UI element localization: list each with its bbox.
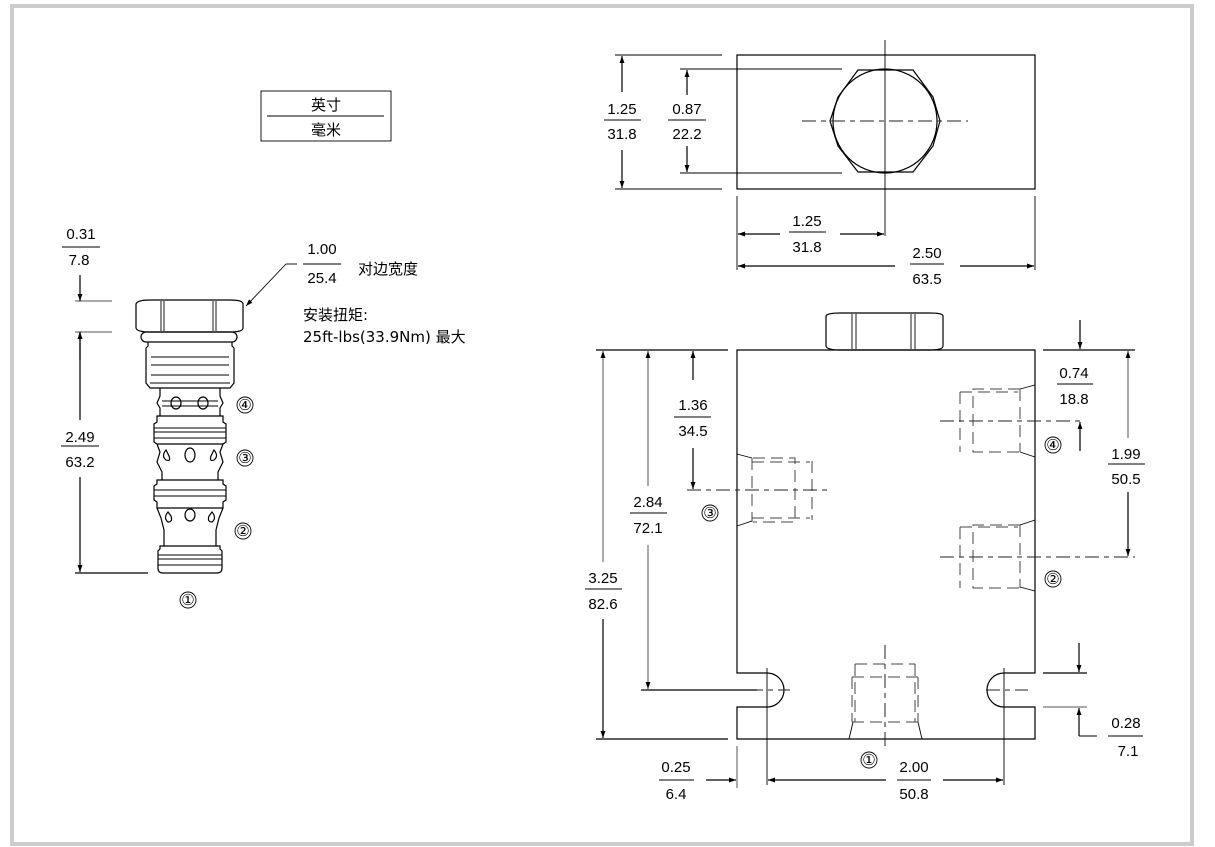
center-offset-in: 1.25	[792, 213, 821, 230]
slot-depth-in: 2.84	[633, 494, 662, 511]
cartridge-valve	[135, 299, 244, 574]
slot-offset-in: 0.25	[661, 759, 690, 776]
svg-text:④: ④	[1046, 437, 1059, 454]
top-width-in: 2.50	[912, 245, 941, 262]
hex-af-mm: 25.4	[307, 270, 336, 287]
cavity-dia-in: 0.87	[672, 101, 701, 118]
block-port-2-label: ②	[1044, 570, 1062, 588]
cartridge-port-4: ④	[236, 396, 254, 414]
block-top-view	[736, 40, 1036, 236]
svg-text:③: ③	[703, 505, 716, 522]
slot-width-in: 0.28	[1111, 715, 1140, 732]
port2-depth-mm: 50.5	[1111, 471, 1140, 488]
torque-value: 25ft-lbs(33.9Nm) 最大	[303, 328, 466, 346]
across-flats-note: 对边宽度	[358, 260, 418, 278]
front-height-in: 3.25	[588, 570, 617, 587]
cartridge-dimensions: 0.31 7.8 2.49 63.2 1.00 25.4 对边宽度 安装扭矩: …	[61, 226, 466, 609]
slot-depth-mm: 72.1	[633, 520, 662, 537]
slot-spacing-in: 2.00	[899, 759, 928, 776]
cartridge-length-in: 2.49	[65, 429, 94, 446]
top-height-in: 1.25	[607, 101, 636, 118]
port4-depth-in: 0.74	[1059, 365, 1088, 382]
hex-af-in: 1.00	[307, 241, 336, 258]
slot-offset-mm: 6.4	[666, 786, 687, 803]
svg-text:③: ③	[238, 450, 251, 467]
port-2-cavity	[940, 519, 1135, 592]
center-offset-mm: 31.8	[792, 239, 821, 256]
slot-spacing-mm: 50.8	[899, 786, 928, 803]
top-height-mm: 31.8	[607, 126, 636, 143]
svg-text:②: ②	[236, 523, 249, 540]
svg-text:④: ④	[238, 397, 251, 414]
block-port-3-label: ③	[701, 504, 719, 522]
cartridge-port-2: ②	[234, 522, 252, 540]
cavity-dia-mm: 22.2	[672, 126, 701, 143]
port-3-cavity	[687, 453, 830, 527]
legend-inch: 英寸	[311, 96, 341, 114]
svg-text:①: ①	[862, 752, 875, 769]
cartridge-port-3: ③	[236, 449, 254, 467]
block-port-4-label: ④	[1044, 436, 1062, 454]
block-top-dimensions: 1.25 31.8 0.87 22.2 1.25 31.8 2.50 63.5	[604, 54, 1036, 288]
port3-depth-in: 1.36	[678, 397, 707, 414]
cartridge-length-mm: 63.2	[65, 454, 94, 471]
hex-height-mm: 7.8	[69, 252, 90, 269]
cartridge-port-1: ①	[179, 591, 197, 609]
port3-depth-mm: 34.5	[678, 423, 707, 440]
svg-text:①: ①	[181, 592, 194, 609]
port-4-cavity	[940, 384, 1085, 458]
port4-depth-mm: 18.8	[1059, 391, 1088, 408]
port-1-cavity	[848, 645, 923, 748]
svg-text:②: ②	[1046, 571, 1059, 588]
front-height-mm: 82.6	[588, 596, 617, 613]
hex-height-in: 0.31	[66, 226, 95, 243]
top-width-mm: 63.5	[912, 271, 941, 288]
slot-width-mm: 7.1	[1118, 743, 1139, 760]
port2-depth-in: 1.99	[1111, 446, 1140, 463]
drawing-frame	[10, 4, 1194, 846]
torque-label: 安装扭矩:	[303, 306, 368, 324]
legend-mm: 毫米	[311, 121, 341, 139]
block-front-view	[687, 312, 1135, 785]
block-front-dimensions: 3.25 82.6 2.84 72.1 1.36 34.5 0.74 18.8 …	[585, 320, 1145, 803]
unit-legend: 英寸 毫米	[260, 90, 392, 142]
block-port-1-label: ①	[860, 751, 878, 769]
